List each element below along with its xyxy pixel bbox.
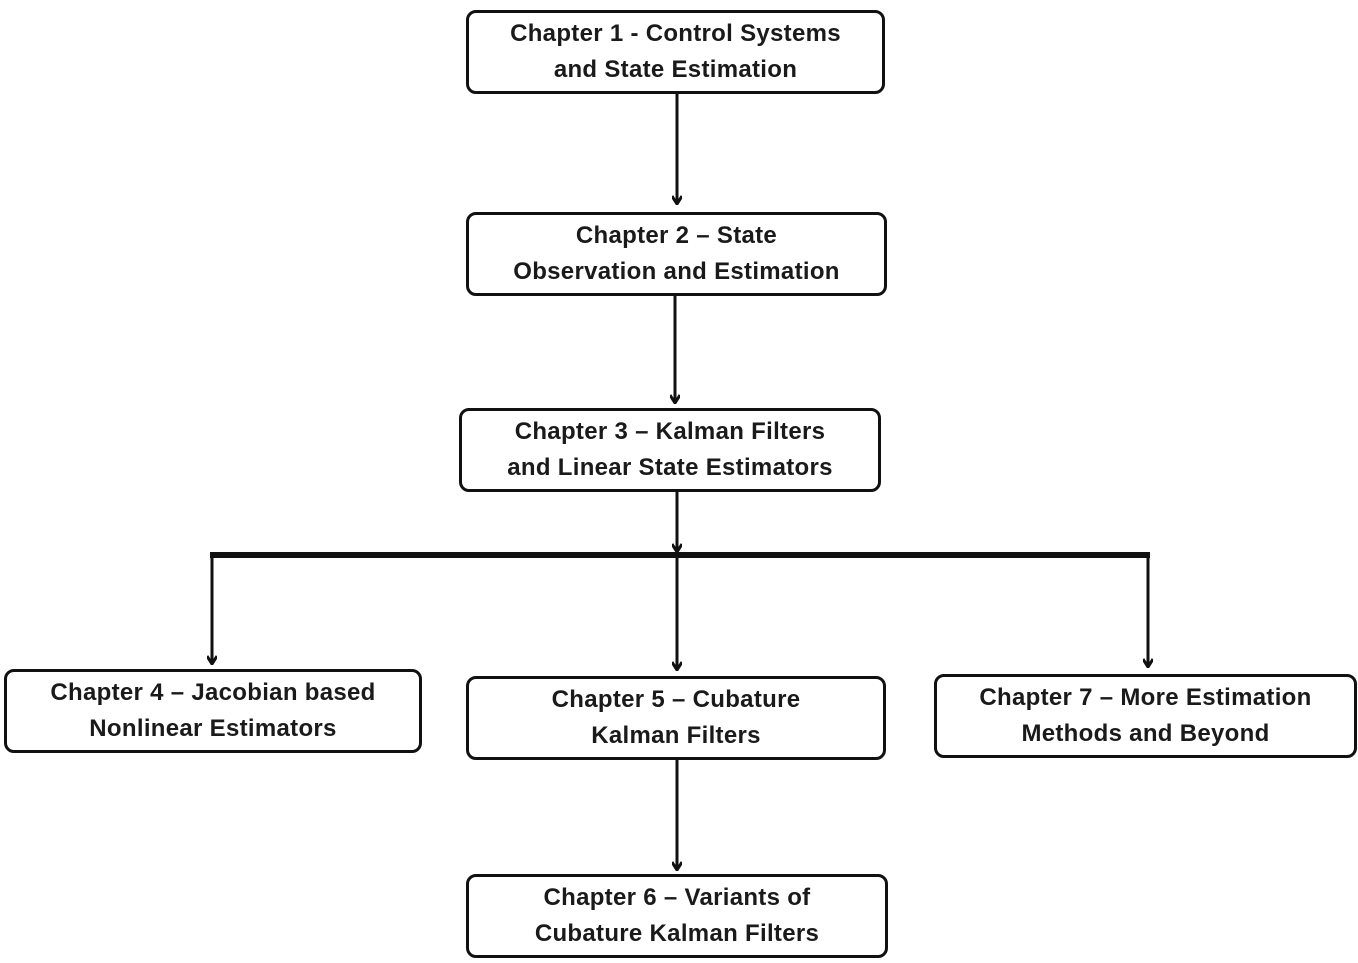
chapter-1-node: Chapter 1 - Control Systems and State Es… — [466, 10, 885, 94]
chapter-6-label: Chapter 6 – Variants of Cubature Kalman … — [535, 880, 819, 952]
chapter-6-line-1: Chapter 6 – Variants of — [543, 884, 811, 911]
chapter-5-line-1: Chapter 5 – Cubature — [551, 686, 801, 713]
chapter-3-node: Chapter 3 – Kalman Filters and Linear St… — [459, 408, 881, 492]
chapter-1-line-1: Chapter 1 - Control Systems — [510, 20, 841, 47]
chapter-2-node: Chapter 2 – State Observation and Estima… — [466, 212, 887, 296]
chapter-5-label: Chapter 5 – Cubature Kalman Filters — [552, 682, 801, 754]
chapter-1-line-2: and State Estimation — [553, 56, 798, 83]
chapter-4-line-2: Nonlinear Estimators — [89, 715, 337, 742]
chapter-7-line-1: Chapter 7 – More Estimation — [979, 684, 1312, 711]
chapter-4-label: Chapter 4 – Jacobian based Nonlinear Est… — [50, 675, 375, 747]
chapter-7-line-2: Methods and Beyond — [1021, 720, 1270, 747]
chapter-7-label: Chapter 7 – More Estimation Methods and … — [979, 680, 1311, 752]
chapter-3-label: Chapter 3 – Kalman Filters and Linear St… — [507, 414, 833, 486]
chapter-5-line-2: Kalman Filters — [591, 722, 761, 749]
chapter-2-line-2: Observation and Estimation — [513, 258, 840, 285]
chapter-4-node: Chapter 4 – Jacobian based Nonlinear Est… — [4, 669, 422, 753]
chapter-5-node: Chapter 5 – Cubature Kalman Filters — [466, 676, 886, 760]
chapter-6-line-2: Cubature Kalman Filters — [534, 920, 820, 947]
chapter-3-line-1: Chapter 3 – Kalman Filters — [514, 418, 826, 445]
chapter-2-line-1: Chapter 2 – State — [575, 222, 778, 249]
chapter-4-line-1: Chapter 4 – Jacobian based — [50, 679, 376, 706]
chapter-6-node: Chapter 6 – Variants of Cubature Kalman … — [466, 874, 888, 958]
chapter-2-label: Chapter 2 – State Observation and Estima… — [513, 218, 840, 290]
chapter-7-node: Chapter 7 – More Estimation Methods and … — [934, 674, 1357, 758]
chapter-1-label: Chapter 1 - Control Systems and State Es… — [510, 16, 841, 88]
chapter-3-line-2: and Linear State Estimators — [507, 454, 833, 481]
